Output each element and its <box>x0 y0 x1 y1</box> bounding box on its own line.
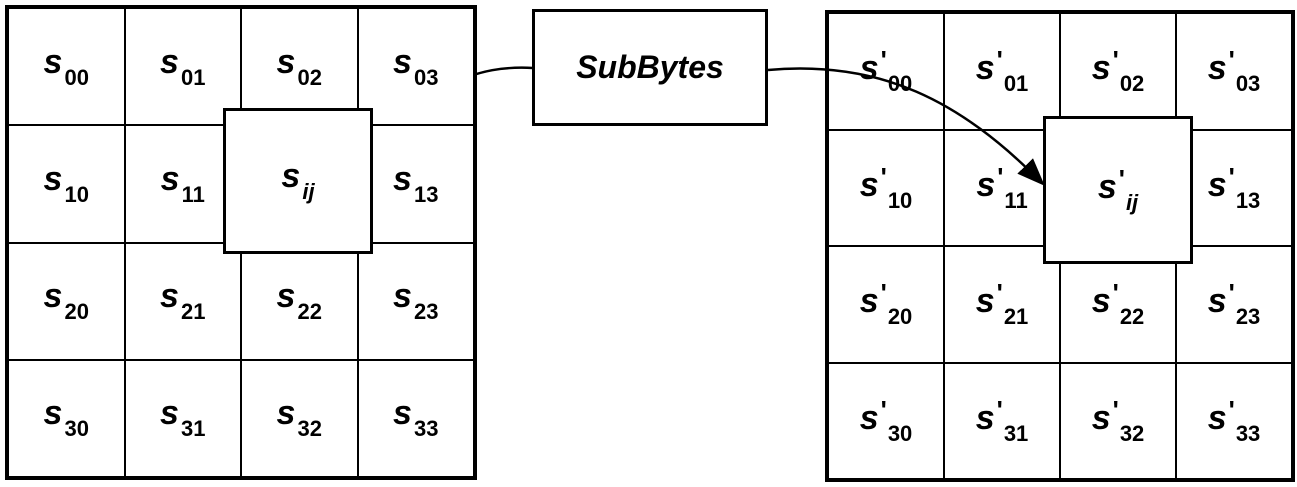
input-state-cell-21: s21 <box>124 242 241 360</box>
output-state-cell-03: s'03 <box>1176 13 1292 130</box>
output-state-cell-label: s'33 <box>1207 394 1261 446</box>
output-state-cell-02: s'02 <box>1060 13 1176 130</box>
input-state-cell-label: s02 <box>276 42 322 90</box>
input-state-cell-32: s32 <box>241 359 358 477</box>
output-state-cell-label: s'20 <box>859 278 913 330</box>
output-state-cell-10: s'10 <box>828 129 944 246</box>
subbytes-operation-box: SubBytes <box>532 9 768 126</box>
output-state-cell-22: s'22 <box>1060 246 1176 363</box>
output-state-cell-33: s'33 <box>1176 362 1292 479</box>
input-state-cell-label: s13 <box>393 159 439 207</box>
output-state-cell-label: s'32 <box>1091 394 1145 446</box>
input-state-cell-label: s21 <box>160 277 206 325</box>
output-state-cell-label: s'30 <box>859 394 913 446</box>
input-state-cell-00: s00 <box>8 8 125 126</box>
output-state-cell-label: s'22 <box>1091 278 1145 330</box>
input-state-cell-label: s31 <box>160 394 206 442</box>
input-state-cell-03: s03 <box>357 8 474 126</box>
output-selected-byte-cell: s'ij <box>1043 116 1193 264</box>
output-state-cell-label: s'01 <box>975 45 1029 97</box>
output-state-cell-20: s'20 <box>828 246 944 363</box>
input-state-cell-label: s23 <box>393 277 439 325</box>
output-state-cell-label: s'23 <box>1207 278 1261 330</box>
input-state-cell-33: s33 <box>357 359 474 477</box>
input-state-cell-label: s11 <box>160 159 205 207</box>
output-state-cell-32: s'32 <box>1060 362 1176 479</box>
input-state-cell-label: s10 <box>43 159 89 207</box>
output-selected-byte-label: s'ij <box>1097 164 1139 215</box>
output-state-cell-13: s'13 <box>1176 129 1292 246</box>
output-state-cell-label: s'02 <box>1091 45 1145 97</box>
input-state-cell-30: s30 <box>8 359 125 477</box>
output-state-cell-label: s'00 <box>859 45 913 97</box>
input-state-cell-label: s00 <box>43 42 89 90</box>
input-state-cell-23: s23 <box>357 242 474 360</box>
output-state-cell-label: s'21 <box>975 278 1029 330</box>
output-state-cell-01: s'01 <box>944 13 1060 130</box>
subbytes-operation-label: SubBytes <box>576 49 724 85</box>
input-state-cell-20: s20 <box>8 242 125 360</box>
input-state-cell-31: s31 <box>124 359 241 477</box>
output-state-cell-label: s'31 <box>975 394 1029 446</box>
output-state-cell-30: s'30 <box>828 362 944 479</box>
output-state-cell-21: s'21 <box>944 246 1060 363</box>
input-state-cell-22: s22 <box>241 242 358 360</box>
input-state-cell-10: s10 <box>8 125 125 243</box>
output-state-cell-label: s'11 <box>976 161 1028 213</box>
output-state-cell-label: s'03 <box>1207 45 1261 97</box>
input-state-cell-01: s01 <box>124 8 241 126</box>
input-state-cell-label: s30 <box>43 394 89 442</box>
input-state-cell-label: s33 <box>393 394 439 442</box>
input-selected-byte-cell: sij <box>223 108 373 254</box>
output-state-cell-label: s'13 <box>1207 161 1261 213</box>
input-selected-byte-label: sij <box>281 157 315 204</box>
output-state-cell-label: s'10 <box>859 161 913 213</box>
input-state-cell-11: s11 <box>124 125 241 243</box>
input-state-cell-label: s20 <box>43 277 89 325</box>
input-state-cell-label: s01 <box>160 42 206 90</box>
input-state-cell-label: s03 <box>393 42 439 90</box>
output-state-cell-31: s'31 <box>944 362 1060 479</box>
output-state-cell-23: s'23 <box>1176 246 1292 363</box>
input-state-cell-label: s22 <box>276 277 322 325</box>
output-state-cell-00: s'00 <box>828 13 944 130</box>
input-state-cell-13: s13 <box>357 125 474 243</box>
input-state-cell-label: s32 <box>276 394 322 442</box>
